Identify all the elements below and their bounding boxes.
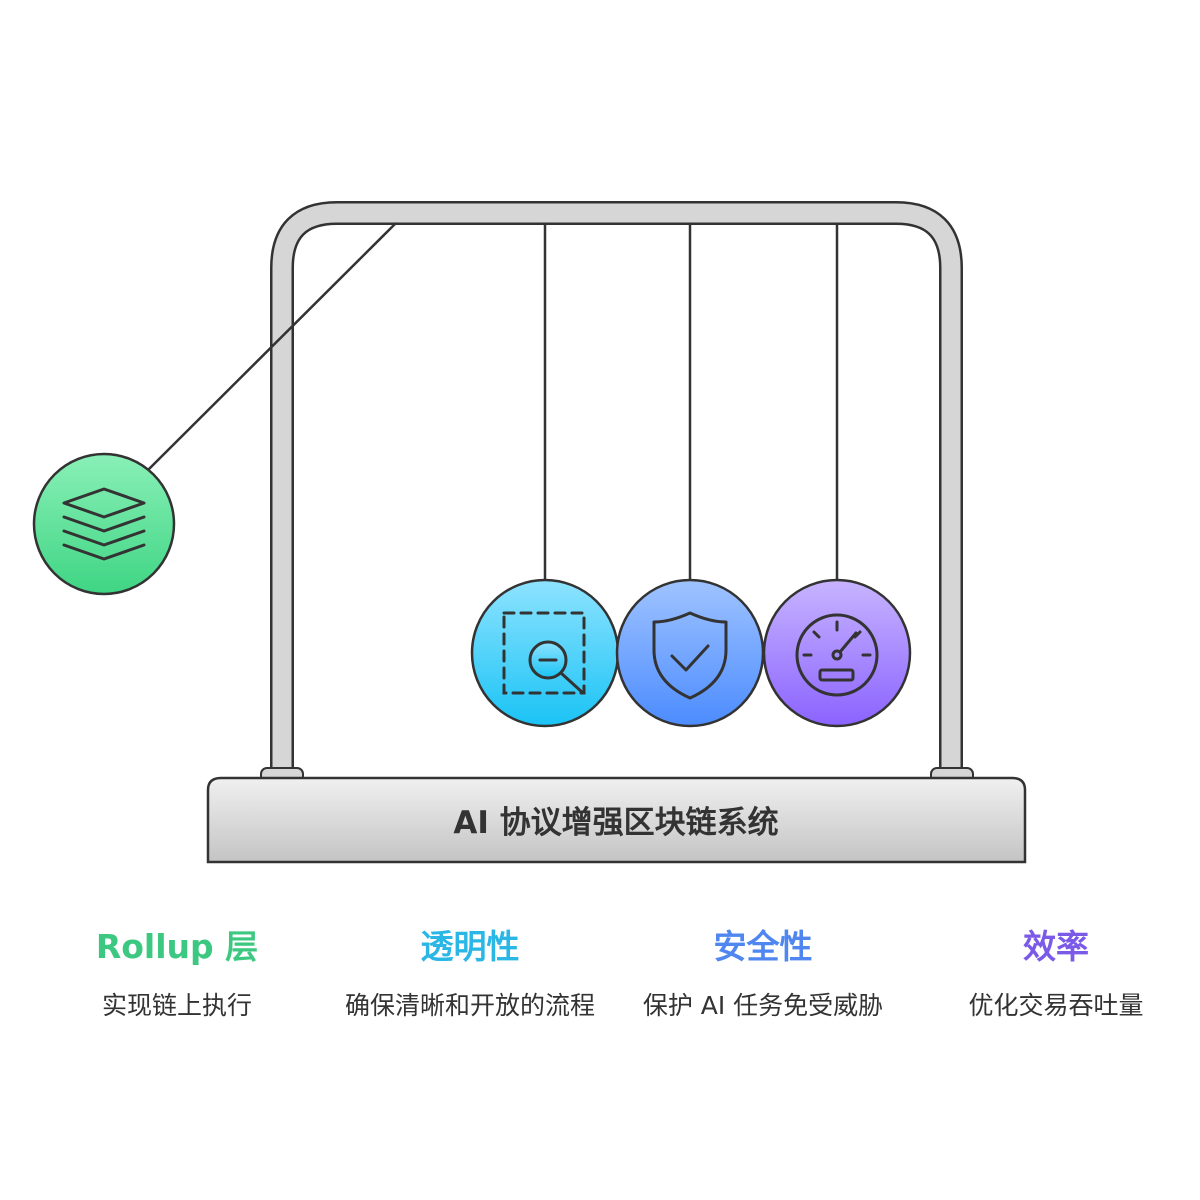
pendulum-string [147, 222, 397, 471]
cradle-frame [260, 201, 974, 783]
legend-description: 实现链上执行 [101, 991, 252, 1020]
ball-security [615, 578, 765, 728]
legend-transparency: 透明性 确保清晰和开放的流程 [340, 925, 600, 1022]
legend-title: Rollup 层 [95, 927, 259, 966]
shield-check-icon [652, 611, 728, 700]
legend-description: 确保清晰和开放的流程 [344, 991, 595, 1020]
legend-title: 安全性 [713, 927, 813, 966]
legend-title: 效率 [1023, 927, 1089, 966]
legend-rollup-layer: Rollup 层 实现链上执行 [47, 925, 307, 1022]
ball-efficiency [762, 578, 912, 728]
search-frame-icon [502, 611, 586, 695]
legend-security: 安全性 保护 AI 任务免受威胁 [633, 925, 893, 1022]
cradle-base: AI 协议增强区块链系统 [206, 776, 1027, 864]
legend-efficiency: 效率 优化交易吞吐量 [926, 925, 1186, 1022]
speedometer-icon [795, 613, 879, 697]
legend-description: 保护 AI 任务免受威胁 [642, 991, 884, 1020]
base-title: AI 协议增强区块链系统 [453, 805, 778, 841]
ball-transparency [470, 578, 620, 728]
legend-title: 透明性 [420, 927, 520, 966]
layers-icon [62, 487, 146, 561]
ball-rollup-layer [32, 452, 176, 596]
legend-description: 优化交易吞吐量 [968, 991, 1144, 1020]
